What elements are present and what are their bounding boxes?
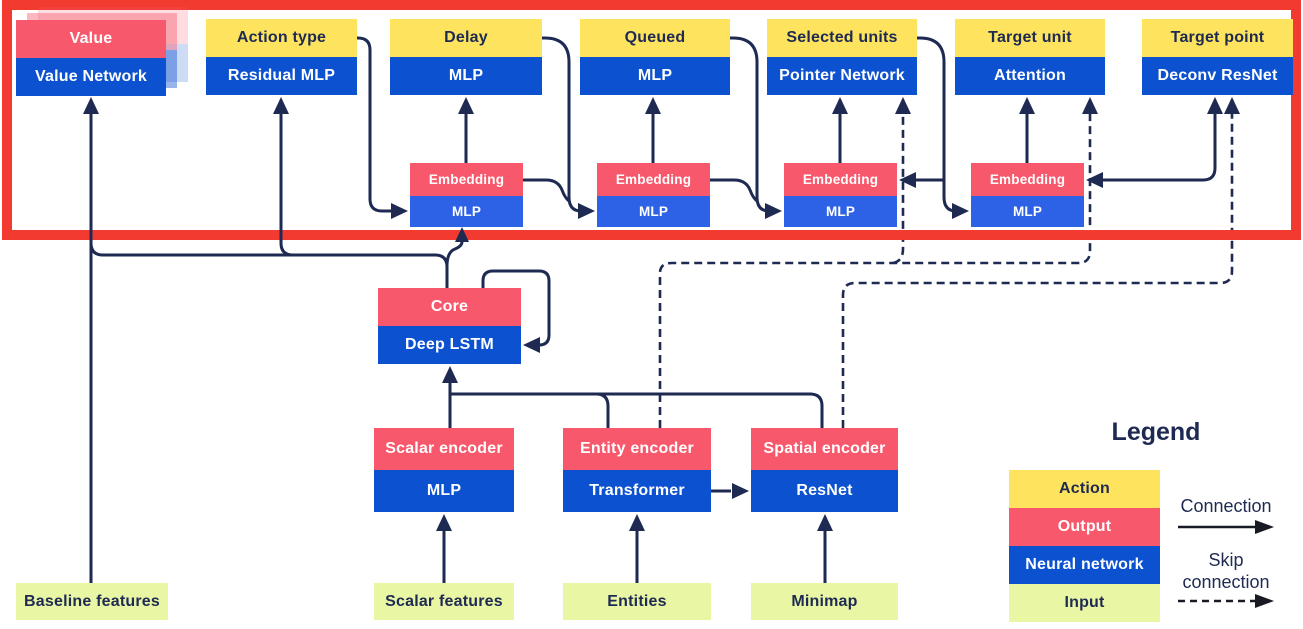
embedding-label: Embedding: [410, 163, 523, 196]
input-box-minimap: Minimap: [751, 583, 898, 620]
embedding-box-4: Embedding MLP: [971, 163, 1084, 227]
embedding-box-2: Embedding MLP: [597, 163, 710, 227]
head-action-label: Action type: [206, 19, 357, 57]
legend-skip-label-line1: Skip: [1208, 550, 1244, 570]
input-label: Scalar features: [374, 583, 514, 620]
encoder-box-entity: Entity encoder Transformer: [563, 428, 711, 512]
head-network-label: Residual MLP: [206, 57, 357, 95]
embedding-box-1: Embedding MLP: [410, 163, 523, 227]
head-network-label: Value Network: [16, 58, 166, 96]
embedding-network-label: MLP: [410, 196, 523, 227]
legend-item-action: Action: [1009, 470, 1160, 508]
head-network-label: Attention: [955, 57, 1105, 95]
core-network-label: Deep LSTM: [378, 326, 521, 364]
legend-connection-arrow: [1178, 520, 1274, 534]
encoder-box-scalar: Scalar encoder MLP: [374, 428, 514, 512]
embedding-network-label: MLP: [784, 196, 897, 227]
legend-skip-arrow: [1178, 594, 1274, 608]
head-action-label: Target point: [1142, 19, 1293, 57]
encoder-network-label: Transformer: [563, 470, 711, 512]
encoder-network-label: ResNet: [751, 470, 898, 512]
encoder-label: Entity encoder: [563, 428, 711, 470]
input-box-entities: Entities: [563, 583, 711, 620]
head-box-action-type: Action type Residual MLP: [206, 19, 357, 95]
head-box-selected-units: Selected units Pointer Network: [767, 19, 917, 95]
head-box-target-unit: Target unit Attention: [955, 19, 1105, 95]
head-action-label: Delay: [390, 19, 542, 57]
legend-skip-label-line2: connection: [1182, 572, 1270, 592]
input-label: Minimap: [751, 583, 898, 620]
input-label: Entities: [563, 583, 711, 620]
embedding-network-label: MLP: [971, 196, 1084, 227]
solid-connections: [89, 36, 1217, 583]
encoder-label: Spatial encoder: [751, 428, 898, 470]
head-output-label: Value: [16, 20, 166, 58]
head-network-label: MLP: [390, 57, 542, 95]
head-network-label: Deconv ResNet: [1142, 57, 1293, 95]
head-action-label: Queued: [580, 19, 730, 57]
head-box-target-point: Target point Deconv ResNet: [1142, 19, 1293, 95]
input-box-scalar-features: Scalar features: [374, 583, 514, 620]
skip-connections: [658, 112, 1234, 428]
encoder-box-spatial: Spatial encoder ResNet: [751, 428, 898, 512]
input-label: Baseline features: [16, 583, 168, 620]
head-network-label: MLP: [580, 57, 730, 95]
core-label: Core: [378, 288, 521, 326]
core-box: Core Deep LSTM: [378, 288, 521, 364]
legend-item-output: Output: [1009, 508, 1160, 546]
encoder-label: Scalar encoder: [374, 428, 514, 470]
input-box-baseline-features: Baseline features: [16, 583, 168, 620]
arrowheads: [83, 97, 1240, 531]
legend-item-neural-network: Neural network: [1009, 546, 1160, 584]
head-action-label: Target unit: [955, 19, 1105, 57]
legend-title: Legend: [1111, 418, 1201, 446]
head-network-label: Pointer Network: [767, 57, 917, 95]
head-action-label: Selected units: [767, 19, 917, 57]
embedding-box-3: Embedding MLP: [784, 163, 897, 227]
legend-item-input: Input: [1009, 584, 1160, 622]
embedding-label: Embedding: [784, 163, 897, 196]
embedding-label: Embedding: [597, 163, 710, 196]
highlight-frame: [2, 0, 1301, 240]
embedding-network-label: MLP: [597, 196, 710, 227]
legend-connection-label: Connection: [1180, 496, 1272, 516]
head-box-value: Value Value Network: [16, 20, 166, 96]
head-box-delay: Delay MLP: [390, 19, 542, 95]
encoder-network-label: MLP: [374, 470, 514, 512]
embedding-label: Embedding: [971, 163, 1084, 196]
head-box-queued: Queued MLP: [580, 19, 730, 95]
